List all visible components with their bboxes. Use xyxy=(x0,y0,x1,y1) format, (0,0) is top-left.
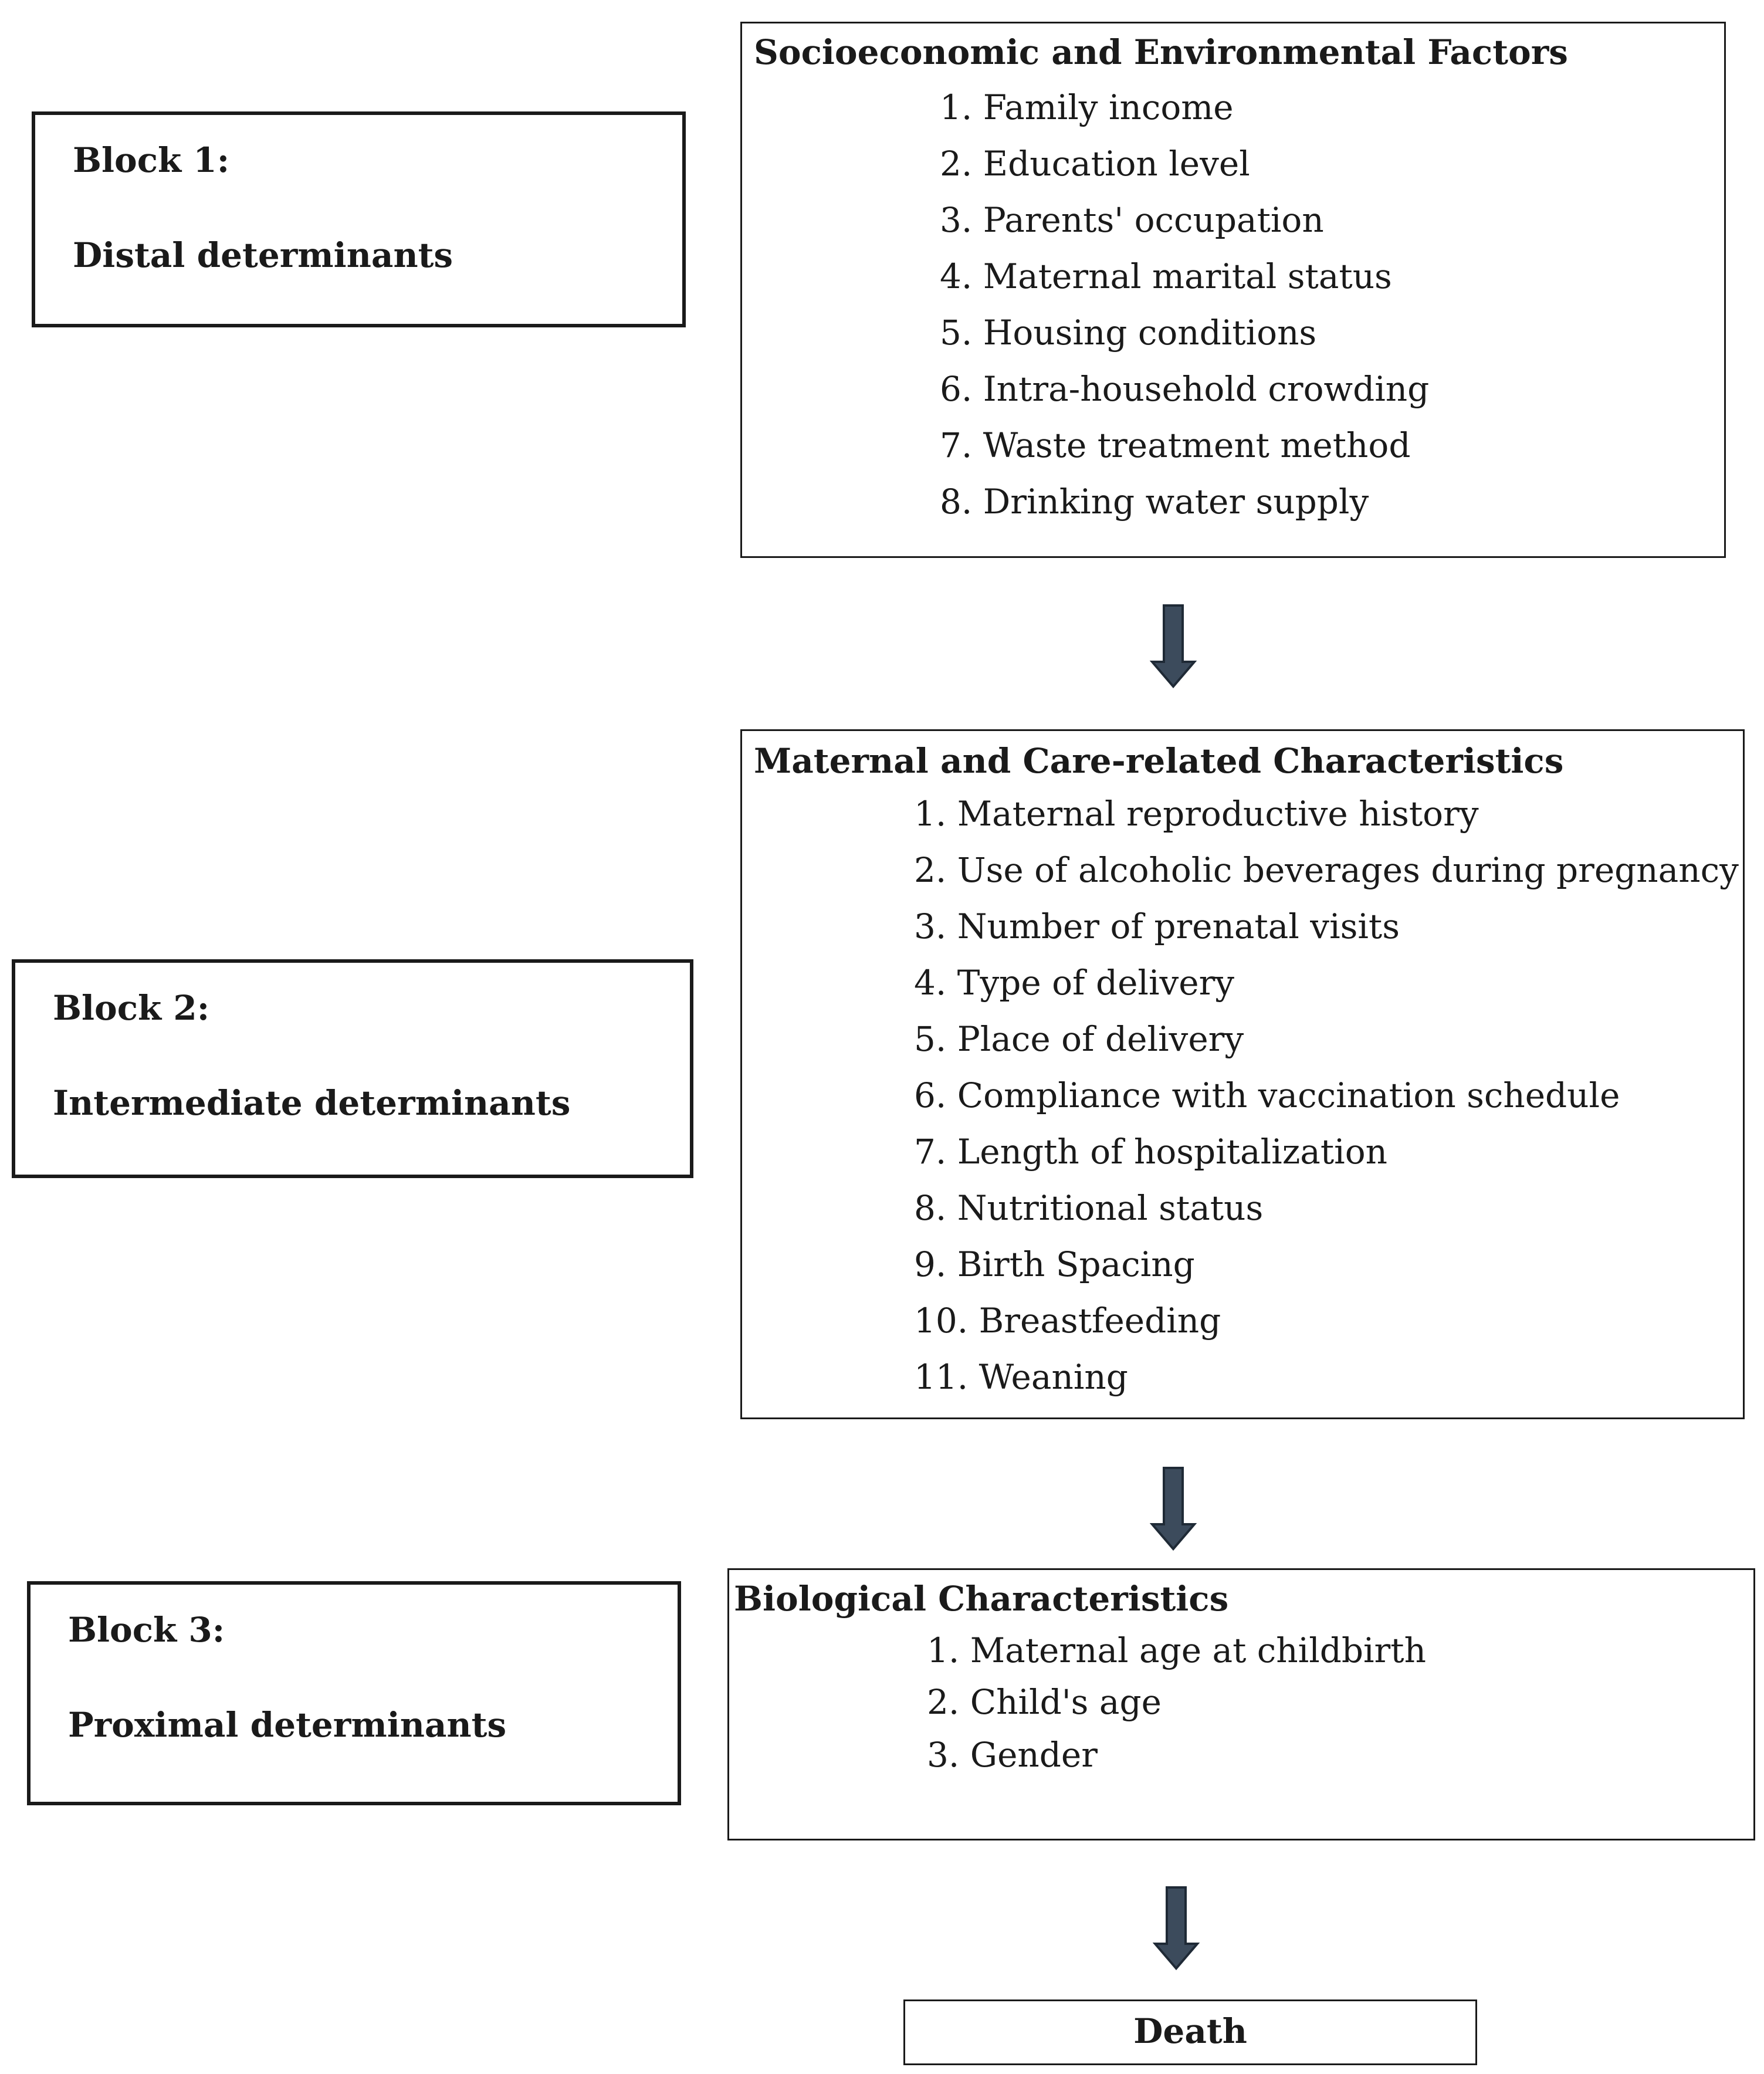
list-item: 1. Family income xyxy=(940,87,1234,127)
outcome-box: Death xyxy=(903,1999,1477,2065)
list-item: 5. Place of delivery xyxy=(914,1019,1244,1059)
block-1-label: Block 1: xyxy=(73,140,230,180)
list-item: 7. Waste treatment method xyxy=(940,425,1411,465)
block-1-box: Block 1: Distal determinants xyxy=(32,111,686,327)
list-item: 10. Breastfeeding xyxy=(914,1301,1221,1341)
block-2-name: Intermediate determinants xyxy=(53,1083,571,1123)
list-item: 5. Housing conditions xyxy=(940,313,1317,353)
list-item: 4. Maternal marital status xyxy=(940,256,1392,296)
socioeconomic-factors-title: Socioeconomic and Environmental Factors xyxy=(754,32,1568,72)
list-item: 4. Type of delivery xyxy=(914,963,1235,1003)
down-arrow-icon xyxy=(1150,1467,1197,1551)
biological-characteristics-box: Biological Characteristics 1. Maternal a… xyxy=(727,1568,1755,1840)
list-item: 6. Compliance with vaccination schedule xyxy=(914,1075,1620,1115)
list-item: 8. Nutritional status xyxy=(914,1188,1264,1228)
outcome-label: Death xyxy=(1133,2011,1247,2051)
list-item: 11. Weaning xyxy=(914,1357,1128,1397)
list-item: 9. Birth Spacing xyxy=(914,1244,1195,1284)
biological-characteristics-title: Biological Characteristics xyxy=(734,1579,1229,1619)
list-item: 7. Length of hospitalization xyxy=(914,1132,1387,1172)
socioeconomic-factors-box: Socioeconomic and Environmental Factors … xyxy=(740,22,1726,558)
list-item: 3. Number of prenatal visits xyxy=(914,906,1400,946)
block-2-label: Block 2: xyxy=(53,988,210,1028)
down-arrow-icon xyxy=(1153,1886,1200,1971)
list-item: 1. Maternal age at childbirth xyxy=(927,1630,1426,1670)
list-item: 3. Gender xyxy=(927,1735,1098,1775)
list-item: 1. Maternal reproductive history xyxy=(914,794,1479,834)
list-item: 2. Child's age xyxy=(927,1682,1162,1722)
block-3-label: Block 3: xyxy=(68,1610,225,1650)
maternal-care-characteristics-title: Maternal and Care-related Characteristic… xyxy=(754,741,1564,781)
list-item: 8. Drinking water supply xyxy=(940,482,1369,522)
list-item: 6. Intra-household crowding xyxy=(940,369,1430,409)
maternal-care-characteristics-box: Maternal and Care-related Characteristic… xyxy=(740,729,1745,1419)
list-item: 2. Education level xyxy=(940,144,1250,184)
block-2-box: Block 2: Intermediate determinants xyxy=(12,959,693,1178)
block-3-name: Proximal determinants xyxy=(68,1705,507,1745)
block-1-name: Distal determinants xyxy=(73,235,453,275)
list-item: 3. Parents' occupation xyxy=(940,200,1324,240)
block-3-box: Block 3: Proximal determinants xyxy=(27,1581,681,1805)
down-arrow-icon xyxy=(1150,604,1197,689)
list-item: 2. Use of alcoholic beverages during pre… xyxy=(914,850,1739,890)
